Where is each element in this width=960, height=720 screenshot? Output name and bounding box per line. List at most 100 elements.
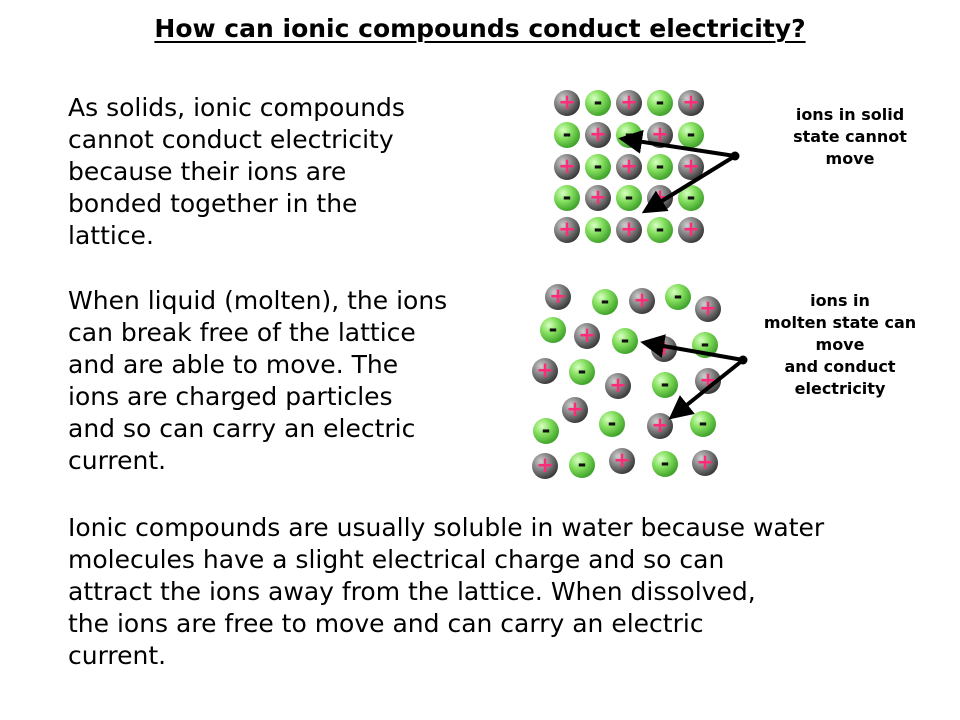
paragraph-dissolved: Ionic compounds are usually soluble in w… [68, 512, 824, 672]
label-line: and conduct [784, 357, 896, 376]
negative-ion: - [569, 359, 595, 385]
negative-ion: - [665, 284, 691, 310]
positive-ion: + [647, 413, 673, 439]
positive-sign: + [558, 154, 576, 178]
arrow-origin-dot [738, 355, 748, 365]
paragraph-line: lattice. [68, 221, 154, 250]
positive-ion: + [647, 122, 673, 148]
positive-sign: + [620, 154, 638, 178]
negative-sign: - [661, 372, 670, 396]
paragraph-line: current. [68, 641, 167, 670]
negative-ion: - [647, 217, 673, 243]
positive-ion: + [532, 358, 558, 384]
pointer-arrow [640, 334, 744, 362]
negative-ion: - [599, 411, 625, 437]
positive-sign: + [589, 122, 607, 146]
positive-sign: + [699, 296, 717, 320]
label-line: move [825, 149, 875, 168]
negative-sign: - [656, 154, 665, 178]
molten-ions: +-+-+-+-+-+-+-++--+-+-+-+ [532, 284, 721, 479]
paragraph-line: bonded together in the [68, 189, 358, 218]
negative-ion: - [678, 122, 704, 148]
label-line: state cannot [793, 127, 907, 146]
positive-ion: + [554, 90, 580, 116]
positive-sign: + [620, 90, 638, 114]
label-line: electricity [794, 379, 886, 398]
label-line: move [815, 335, 865, 354]
paragraph-line: As solids, ionic compounds [68, 93, 405, 122]
paragraph-line: molecules have a slight electrical charg… [68, 545, 725, 574]
paragraph-line: the ions are free to move and can carry … [68, 609, 704, 638]
label-molten-state: ions in molten state can move and conduc… [740, 290, 940, 400]
paragraph-line: attract the ions away from the lattice. … [68, 577, 756, 606]
negative-sign: - [594, 217, 603, 241]
pointer-arrow [641, 154, 737, 214]
positive-sign: + [682, 90, 700, 114]
positive-ion: + [616, 154, 642, 180]
negative-ion: - [585, 154, 611, 180]
paragraph-line: current. [68, 446, 167, 475]
negative-sign: - [674, 284, 683, 308]
paragraph-line: When liquid (molten), the ions [68, 286, 448, 315]
positive-sign: + [633, 288, 651, 312]
positive-ion: + [585, 122, 611, 148]
arrow-origin-dot [730, 151, 740, 161]
pointer-arrow [618, 129, 736, 158]
positive-sign: + [566, 397, 584, 421]
positive-sign: + [609, 373, 627, 397]
negative-sign: - [661, 451, 670, 475]
positive-ion: + [629, 288, 655, 314]
negative-ion: - [647, 154, 673, 180]
positive-sign: + [682, 217, 700, 241]
negative-sign: - [549, 317, 558, 341]
positive-sign: + [613, 448, 631, 472]
positive-sign: + [651, 413, 669, 437]
paragraph-line: and are able to move. The [68, 350, 399, 379]
negative-sign: - [594, 90, 603, 114]
label-line: molten state can [763, 313, 917, 332]
positive-ion: + [678, 154, 704, 180]
negative-sign: - [601, 289, 610, 313]
negative-ion: - [592, 289, 618, 315]
negative-sign: - [656, 217, 665, 241]
negative-sign: - [687, 185, 696, 209]
positive-ion: + [532, 453, 558, 479]
paragraph-line: can break free of the lattice [68, 318, 416, 347]
positive-ion: + [554, 217, 580, 243]
negative-ion: - [652, 451, 678, 477]
positive-ion: + [678, 217, 704, 243]
negative-sign: - [608, 411, 617, 435]
positive-sign: + [696, 450, 714, 474]
positive-ion: + [545, 284, 571, 310]
negative-ion: - [533, 418, 559, 444]
positive-ion: + [574, 323, 600, 349]
paragraph-line: Ionic compounds are usually soluble in w… [68, 513, 825, 542]
negative-ion: - [690, 411, 716, 437]
negative-sign: - [625, 185, 634, 209]
negative-ion: - [554, 122, 580, 148]
negative-sign: - [621, 328, 630, 352]
label-solid-state: ions in solid state cannot move [760, 104, 940, 170]
paragraph-line: and so can carry an electric [68, 414, 416, 443]
label-line: ions in solid [795, 105, 905, 124]
positive-ion: + [695, 296, 721, 322]
negative-sign: - [625, 122, 634, 146]
positive-sign: + [620, 217, 638, 241]
negative-ion: - [540, 317, 566, 343]
negative-ion: - [612, 328, 638, 354]
positive-sign: + [589, 185, 607, 209]
positive-ion: + [692, 450, 718, 476]
paragraph-line: because their ions are [68, 157, 347, 186]
negative-ion: - [554, 185, 580, 211]
negative-sign: - [563, 122, 572, 146]
negative-ion: - [616, 185, 642, 211]
positive-ion: + [585, 185, 611, 211]
positive-sign: + [558, 217, 576, 241]
solid-lattice: +-+-+-+-+-+-+-+-+-+-+-+-+ [554, 90, 704, 243]
negative-sign: - [563, 185, 572, 209]
positive-sign: + [682, 154, 700, 178]
positive-sign: + [558, 90, 576, 114]
negative-ion: - [585, 90, 611, 116]
page-title: How can ionic compounds conduct electric… [154, 14, 806, 43]
